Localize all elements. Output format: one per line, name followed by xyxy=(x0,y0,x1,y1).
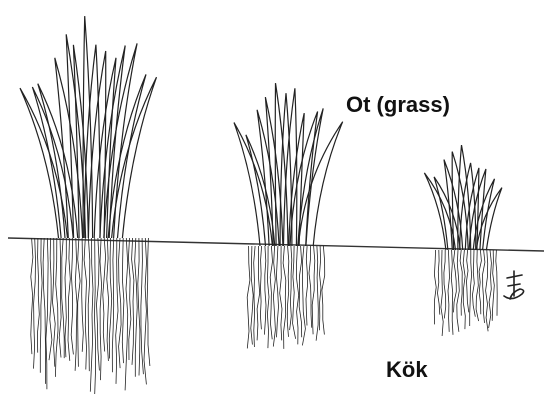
large-grass-clump xyxy=(20,16,157,394)
root-strand xyxy=(483,250,485,323)
root-strand xyxy=(267,246,269,348)
grass-blade xyxy=(424,173,455,250)
root-strand xyxy=(309,246,312,328)
grass-label: Ot (grass) xyxy=(346,92,450,118)
root-strand xyxy=(322,246,325,335)
root-strand xyxy=(486,250,489,331)
root-strand xyxy=(112,238,113,372)
root-strand xyxy=(128,238,131,360)
root-strand xyxy=(132,238,134,365)
root-strand xyxy=(247,246,250,348)
root-strand xyxy=(119,238,122,368)
root-strand xyxy=(97,238,100,371)
root-strand xyxy=(457,250,460,332)
root-strand xyxy=(492,250,494,321)
grass-blade xyxy=(234,123,272,247)
root-strand xyxy=(84,238,86,370)
root-strand xyxy=(306,246,308,326)
root-strand xyxy=(299,246,302,337)
root-strand xyxy=(489,250,492,328)
root-label: Kök xyxy=(386,357,428,383)
root-strand xyxy=(34,238,36,369)
root-strand xyxy=(31,238,33,354)
root-strand xyxy=(283,246,286,349)
root-strand xyxy=(40,238,42,373)
root-strand xyxy=(46,238,48,389)
root-strand xyxy=(444,250,446,318)
root-strand xyxy=(287,246,289,337)
root-strand xyxy=(65,238,66,357)
root-strand xyxy=(125,238,128,390)
root-strand xyxy=(276,246,278,337)
root-strand xyxy=(297,246,299,344)
root-strand xyxy=(280,246,282,340)
root-strand xyxy=(107,238,109,361)
root-strand xyxy=(144,238,147,384)
root-strand xyxy=(251,246,253,345)
root-strand xyxy=(55,238,58,377)
root-strand xyxy=(473,250,476,317)
root-strand xyxy=(53,238,56,367)
root-strand xyxy=(71,238,73,354)
root-strand xyxy=(260,246,261,329)
root-strand xyxy=(451,250,453,335)
root-strand xyxy=(463,250,465,329)
root-strand xyxy=(103,238,106,352)
root-strand xyxy=(454,250,457,312)
root-strand xyxy=(438,250,440,315)
root-strand xyxy=(141,238,144,374)
medium-grass-clump xyxy=(234,83,343,349)
root-strand xyxy=(147,238,150,366)
root-strand xyxy=(135,238,138,377)
root-strand xyxy=(88,238,90,371)
root-strand xyxy=(254,246,255,347)
root-strand xyxy=(257,246,260,340)
root-strand xyxy=(302,246,305,345)
root-strand xyxy=(273,246,275,347)
root-strand xyxy=(290,246,292,330)
root-strand xyxy=(78,238,80,367)
root-strand xyxy=(62,238,64,358)
signature-mark xyxy=(504,271,524,299)
root-strand xyxy=(448,250,450,332)
root-strand xyxy=(37,238,39,353)
root-strand xyxy=(59,238,61,358)
root-strand xyxy=(270,246,272,339)
root-strand xyxy=(94,238,95,394)
small-grass-clump xyxy=(424,145,502,336)
root-strand xyxy=(441,250,443,336)
root-strand xyxy=(122,238,124,363)
root-strand xyxy=(43,238,46,384)
grass-clumps xyxy=(20,16,502,394)
root-strand xyxy=(467,250,469,312)
root-strand xyxy=(293,246,296,339)
root-strand xyxy=(68,238,70,361)
root-strand xyxy=(470,250,472,326)
root-strand xyxy=(316,246,318,341)
root-strand xyxy=(496,250,497,316)
root-strand xyxy=(75,238,77,371)
root-strand xyxy=(100,238,102,380)
root-strand xyxy=(90,238,93,392)
root-strand xyxy=(476,250,479,321)
root-strand xyxy=(479,250,481,314)
root-strand xyxy=(312,246,315,334)
root-strand xyxy=(138,238,140,376)
root-strand xyxy=(82,238,84,352)
root-strand xyxy=(109,238,111,359)
root-strand xyxy=(460,250,462,316)
root-strand xyxy=(434,250,436,324)
root-strand xyxy=(319,246,321,330)
root-strand xyxy=(264,246,266,335)
root-strand xyxy=(116,238,118,384)
root-strand xyxy=(49,238,52,360)
